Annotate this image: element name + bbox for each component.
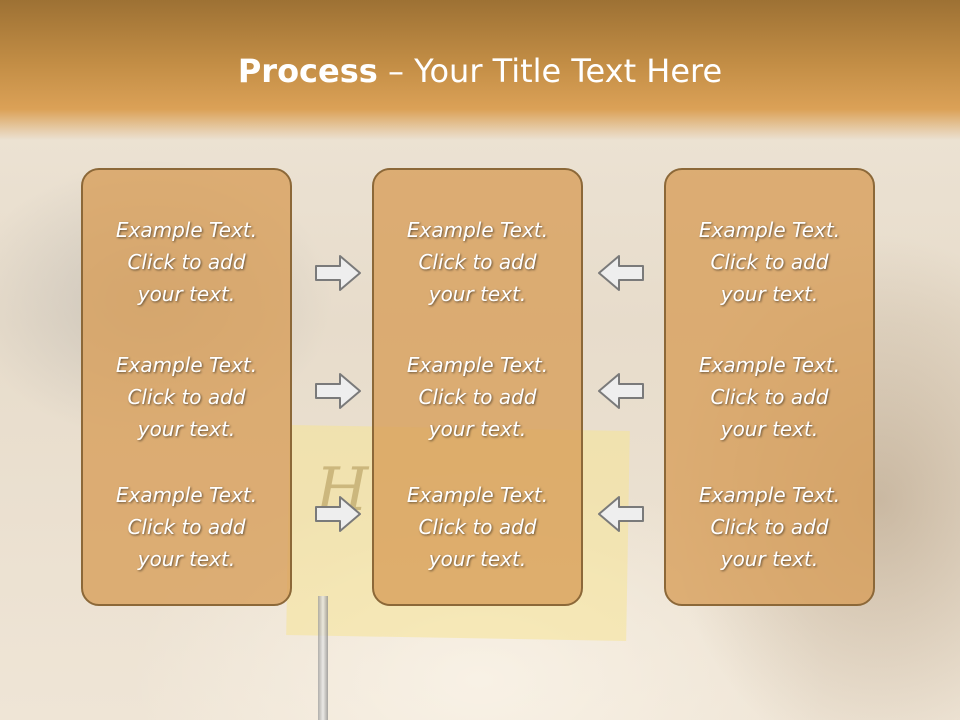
text-line: Click to add	[710, 385, 829, 409]
text-line: your text.	[428, 417, 527, 441]
text-block[interactable]: Example Text. Click to add your text.	[374, 214, 581, 310]
text-line: your text.	[720, 547, 819, 571]
text-line: Example Text.	[115, 353, 258, 377]
text-line: Example Text.	[115, 218, 258, 242]
text-line: your text.	[720, 417, 819, 441]
text-block[interactable]: Example Text. Click to add your text.	[374, 349, 581, 445]
text-line: Click to add	[418, 385, 537, 409]
panel-center[interactable]: Example Text. Click to add your text. Ex…	[372, 168, 583, 606]
text-line: Click to add	[127, 385, 246, 409]
title-bold: Process	[237, 52, 378, 90]
text-line: your text.	[137, 417, 236, 441]
text-block[interactable]: Example Text. Click to add your text.	[666, 214, 873, 310]
text-block[interactable]: Example Text. Click to add your text.	[374, 479, 581, 575]
text-block[interactable]: Example Text. Click to add your text.	[666, 349, 873, 445]
left-arrow-icon	[597, 494, 645, 534]
panel-right[interactable]: Example Text. Click to add your text. Ex…	[664, 168, 875, 606]
text-line: Click to add	[127, 250, 246, 274]
text-line: Click to add	[710, 515, 829, 539]
text-line: your text.	[428, 282, 527, 306]
text-line: your text.	[137, 547, 236, 571]
left-arrow-icon	[597, 253, 645, 293]
panel-left[interactable]: Example Text. Click to add your text. Ex…	[81, 168, 292, 606]
title-bar	[0, 0, 960, 140]
text-line: Example Text.	[406, 353, 549, 377]
text-line: your text.	[428, 547, 527, 571]
text-line: Click to add	[418, 515, 537, 539]
text-line: Click to add	[418, 250, 537, 274]
title-rest: – Your Title Text Here	[377, 52, 723, 90]
slide-title[interactable]: Process – Your Title Text Here	[0, 52, 960, 90]
text-line: Click to add	[127, 515, 246, 539]
text-line: Example Text.	[698, 218, 841, 242]
left-arrow-icon	[597, 371, 645, 411]
right-arrow-icon	[314, 371, 362, 411]
background-clip	[318, 596, 328, 720]
text-line: Example Text.	[698, 353, 841, 377]
text-line: Click to add	[710, 250, 829, 274]
right-arrow-icon	[314, 494, 362, 534]
text-line: Example Text.	[115, 483, 258, 507]
text-block[interactable]: Example Text. Click to add your text.	[666, 479, 873, 575]
text-line: Example Text.	[406, 218, 549, 242]
text-block[interactable]: Example Text. Click to add your text.	[83, 214, 290, 310]
text-block[interactable]: Example Text. Click to add your text.	[83, 349, 290, 445]
text-line: your text.	[137, 282, 236, 306]
text-line: Example Text.	[698, 483, 841, 507]
text-line: your text.	[720, 282, 819, 306]
text-block[interactable]: Example Text. Click to add your text.	[83, 479, 290, 575]
text-line: Example Text.	[406, 483, 549, 507]
right-arrow-icon	[314, 253, 362, 293]
